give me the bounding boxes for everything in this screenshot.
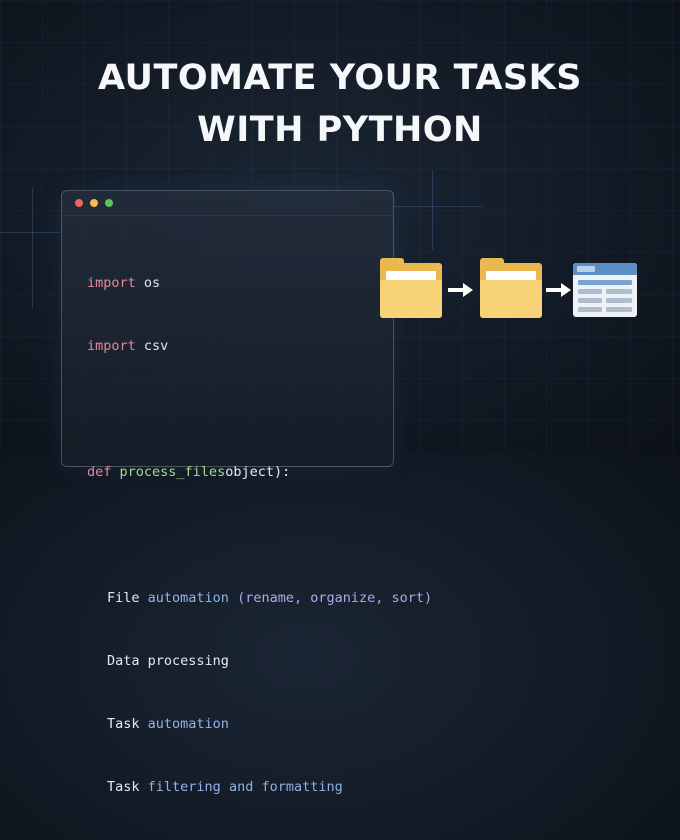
minimize-dot-icon <box>90 199 98 207</box>
glow-line <box>32 188 33 308</box>
maximize-dot-icon <box>105 199 113 207</box>
page-title: AUTOMATE YOUR TASKS WITH PYTHON <box>0 52 680 156</box>
close-dot-icon <box>75 199 83 207</box>
code-text: automation <box>147 716 229 732</box>
code-line: Task automation <box>87 714 432 735</box>
glow-line <box>392 206 482 207</box>
code-line-blank <box>87 525 432 546</box>
code-line: File automation (rename, organize, sort) <box>87 588 432 609</box>
module-name: os <box>143 275 161 291</box>
keyword: import <box>87 275 136 291</box>
code-content: import os import csv def process_filesob… <box>87 231 432 840</box>
code-text: automation <box>147 590 229 606</box>
arrow-right-icon <box>546 282 572 298</box>
code-text: and formatting <box>228 779 343 795</box>
code-line: import csv <box>87 336 432 357</box>
module-name: csv <box>143 338 169 354</box>
code-text: Task <box>107 716 140 732</box>
folder-icon <box>380 258 442 318</box>
code-line-blank <box>87 399 432 420</box>
code-editor-window: import os import csv def process_filesob… <box>61 190 432 795</box>
title-line-2: WITH PYTHON <box>197 110 483 150</box>
code-text: File <box>107 590 140 606</box>
code-line: def process_filesobject): <box>87 462 432 483</box>
code-text: Data processing <box>107 653 229 669</box>
function-arg: object): <box>225 464 291 480</box>
title-line-1: AUTOMATE YOUR TASKS <box>98 58 582 98</box>
code-text: Task <box>107 779 140 795</box>
code-text: (rename, organize, sort) <box>237 590 433 606</box>
code-line: Task filtering and formatting <box>87 777 432 798</box>
function-name: process_files <box>119 464 226 480</box>
code-line: Data processing <box>87 651 432 672</box>
folder-icon <box>480 258 542 318</box>
automation-flow <box>380 258 640 320</box>
spreadsheet-icon <box>573 263 637 317</box>
keyword: def <box>87 464 112 480</box>
glow-line <box>432 170 433 250</box>
keyword: import <box>87 338 136 354</box>
window-title-bar <box>62 191 393 216</box>
arrow-right-icon <box>448 282 474 298</box>
code-text: filtering <box>147 779 221 795</box>
glow-line <box>0 232 60 233</box>
code-line: import os <box>87 273 432 294</box>
